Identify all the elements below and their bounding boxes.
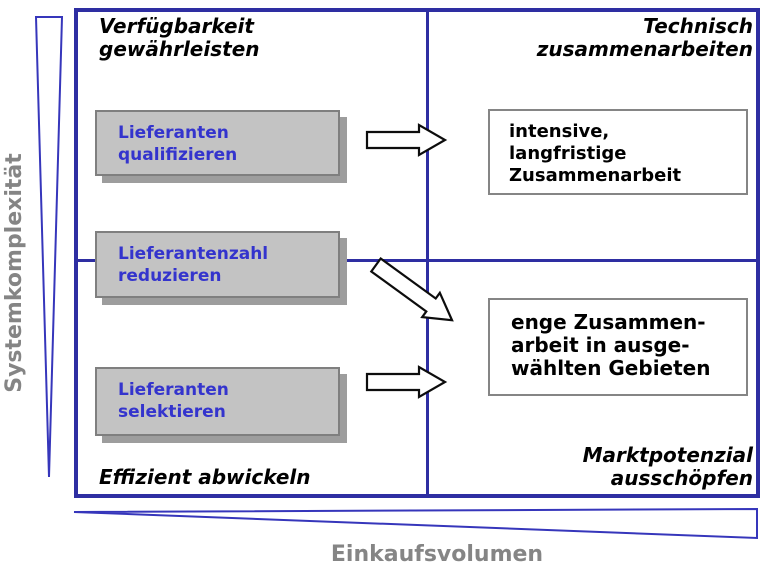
x-axis-label: Einkaufsvolumen [330, 542, 544, 567]
block-arrow-right-icon [365, 123, 448, 157]
vertical-divider [426, 11, 429, 495]
quadrant-label-top-right: Technisch zusammenarbeiten [536, 14, 753, 61]
action-box-reduce-supplier-count: Lieferantenzahl reduzieren [95, 231, 340, 298]
quadrant-label-top-left: Verfügbarkeit gewährleisten [99, 14, 260, 61]
block-arrow-down-right-icon [369, 256, 454, 322]
y-axis-label: Systemkomplexität [2, 153, 27, 393]
action-box-select-suppliers: Lieferanten selektieren [95, 367, 340, 436]
x-axis-wedge-icon [73, 507, 758, 540]
quadrant-label-bottom-left: Effizient abwickeln [99, 465, 311, 489]
result-box-long-term-cooperation: intensive, langfristige Zusammenarbeit [488, 109, 748, 195]
block-arrow-right-icon [365, 365, 448, 399]
y-axis-wedge-icon [34, 16, 64, 478]
horizontal-divider [77, 259, 757, 262]
action-box-qualify-suppliers: Lieferanten qualifizieren [95, 110, 340, 176]
quadrant-label-bottom-right: Marktpotenzial ausschöpfen [582, 443, 753, 490]
result-box-close-cooperation: enge Zusammen- arbeit in ausge- wählten … [488, 298, 748, 396]
